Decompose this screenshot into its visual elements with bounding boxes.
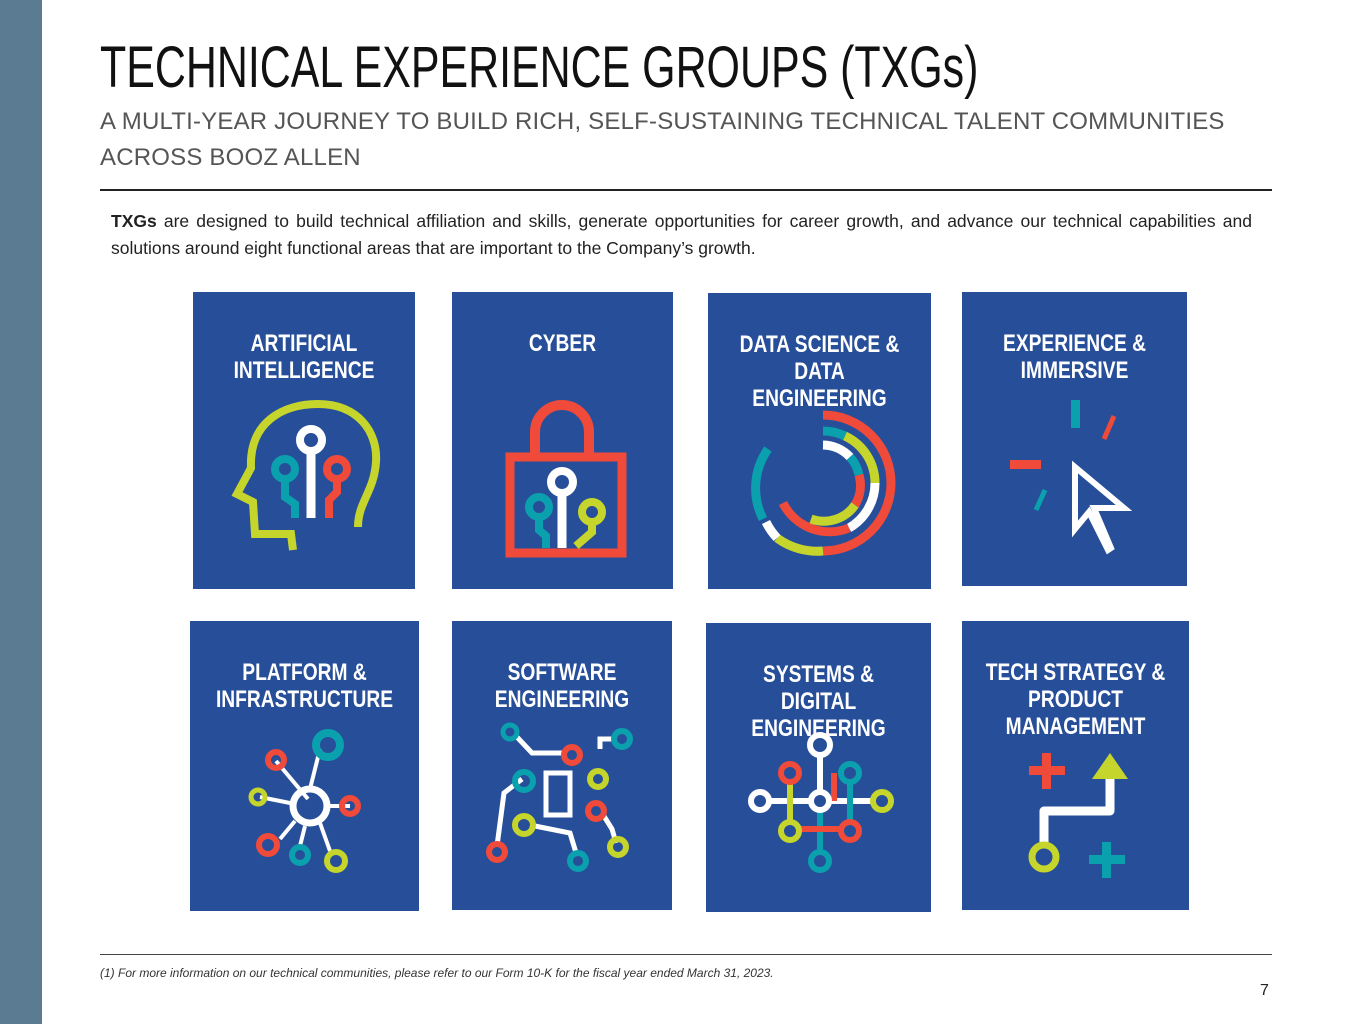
intro-text: are designed to build technical affiliat… [111,211,1252,258]
page-title: TECHNICAL EXPERIENCE GROUPS (TXGs) [100,35,979,100]
tile-artificial-intelligence: ARTIFICIAL INTELLIGENCE [193,292,415,589]
tile-title: DATA SCIENCE & DATA ENGINEERING [739,331,900,412]
tile-systems-digital-engineering: SYSTEMS & DIGITAL ENGINEERING [706,623,931,912]
tile-title: PLATFORM & INFRASTRUCTURE [215,659,394,713]
cursor-click-icon [1010,400,1133,555]
tile-title: TECH STRATEGY & PRODUCT MANAGEMENT [985,659,1166,740]
tile-data-science: DATA SCIENCE & DATA ENGINEERING [708,293,931,589]
footer-divider [100,954,1272,955]
sidebar-accent-bar [0,0,42,1024]
tile-title: EXPERIENCE & IMMERSIVE [1003,330,1146,384]
path-arrow-icon [1028,753,1128,878]
footnote: (1) For more information on our technica… [100,966,774,980]
tile-platform-infrastructure: PLATFORM & INFRASTRUCTURE [190,621,419,911]
hub-network-icon [248,729,361,873]
tile-software-engineering: SOFTWARE ENGINEERING [452,621,672,910]
page-number: 7 [1260,982,1269,999]
circuit-board-icon [486,722,633,872]
page-subtitle: A MULTI-YEAR JOURNEY TO BUILD RICH, SELF… [100,108,1225,171]
tile-title: ARTIFICIAL INTELLIGENCE [233,330,375,384]
tile-cyber: CYBER [452,292,673,589]
tile-title: SOFTWARE ENGINEERING [494,659,630,713]
padlock-circuit-icon [505,400,627,558]
tile-title: CYBER [528,330,597,357]
header-divider [100,189,1272,191]
tile-experience-immersive: EXPERIENCE & IMMERSIVE [962,292,1187,586]
node-grid-icon [748,732,894,873]
head-circuit-icon [231,399,381,551]
intro-paragraph: TXGs are designed to build technical aff… [111,208,1252,262]
intro-lead: TXGs [111,211,157,231]
tile-tech-strategy: TECH STRATEGY & PRODUCT MANAGEMENT [962,621,1189,910]
tile-title: SYSTEMS & DIGITAL ENGINEERING [751,661,886,742]
radial-arcs-icon [751,410,896,556]
